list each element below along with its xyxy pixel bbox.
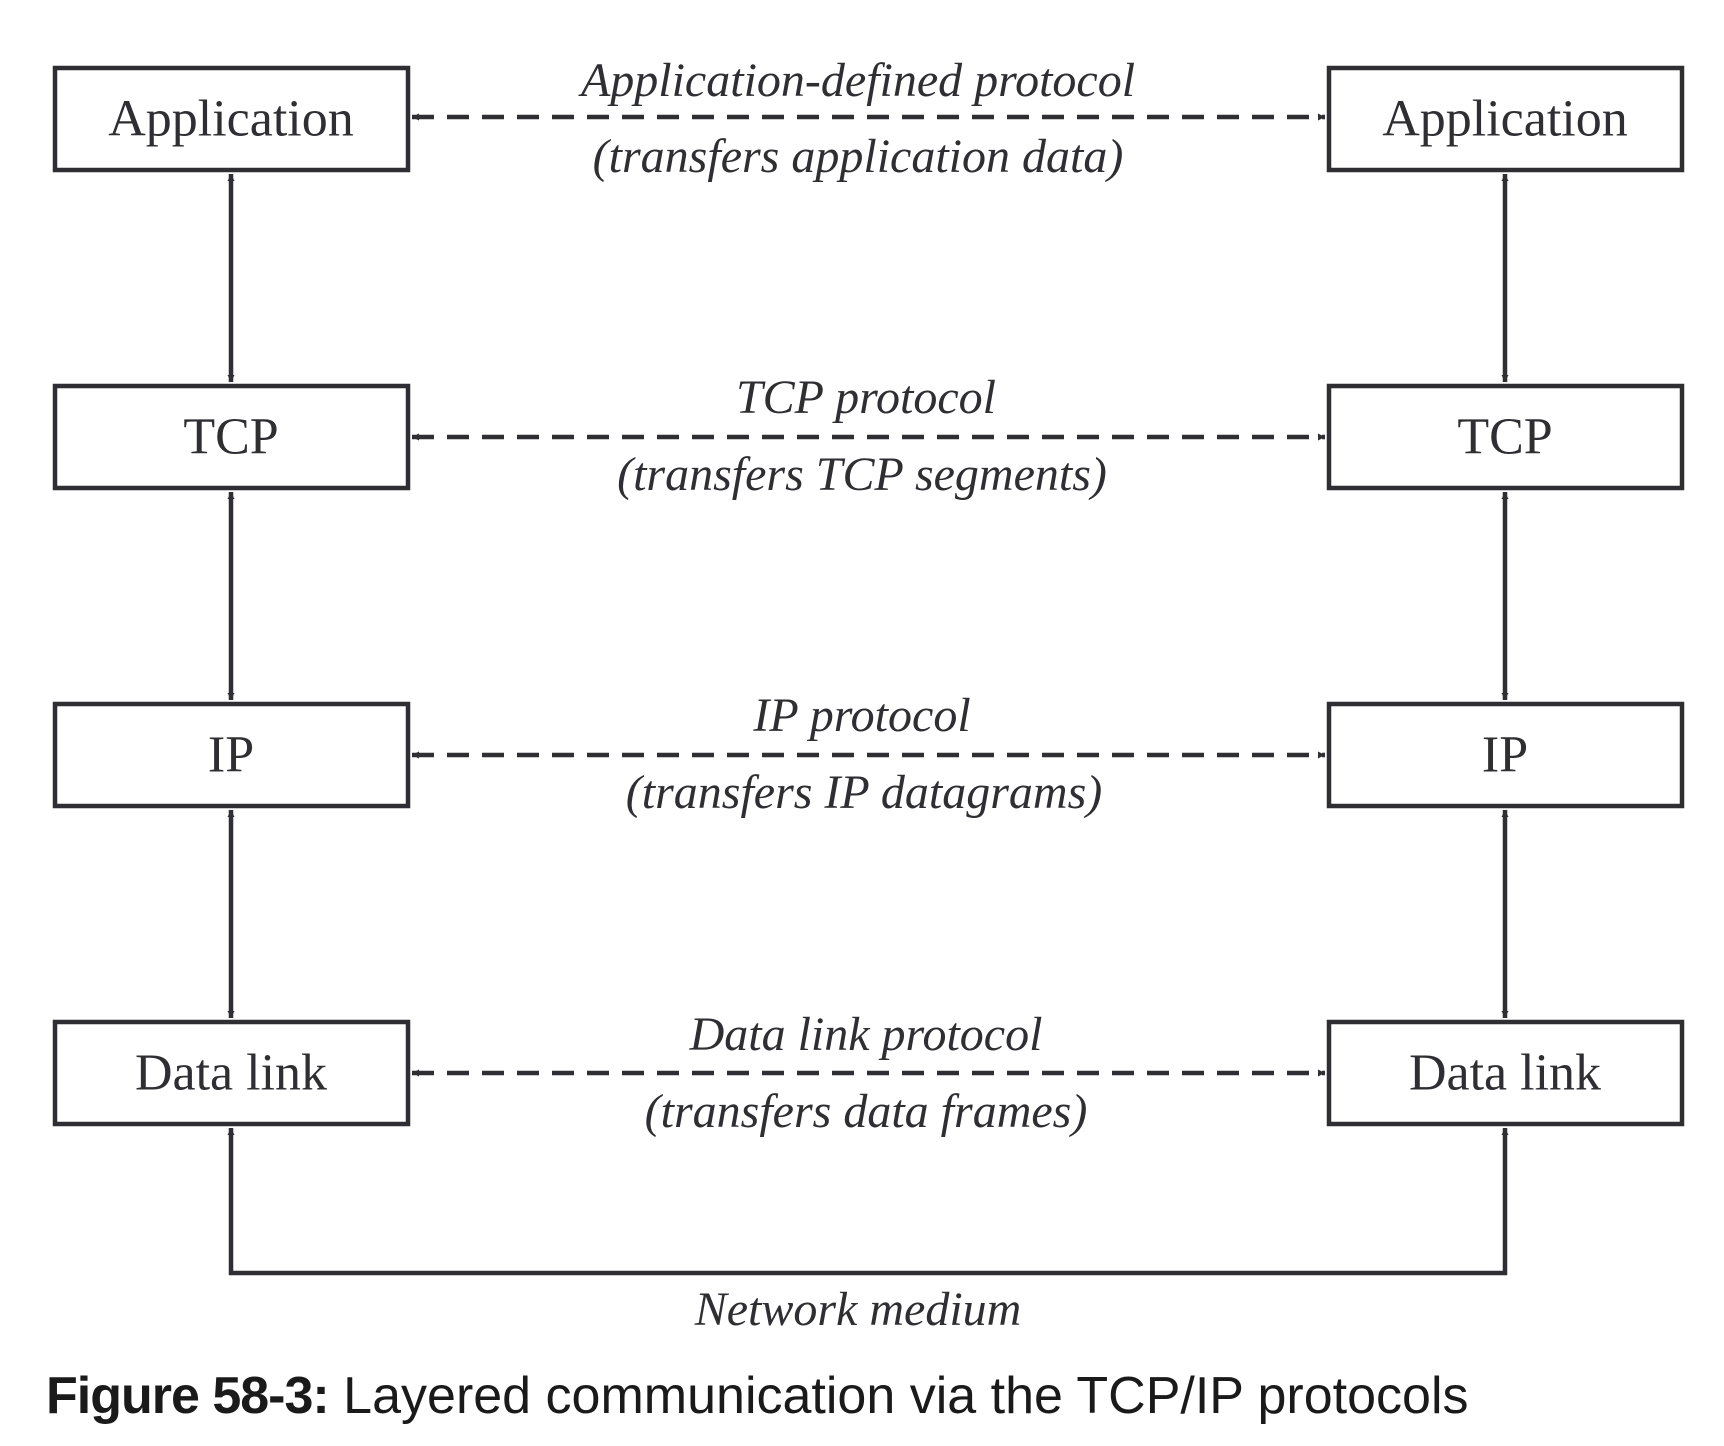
tcp-protocol-name: TCP protocol — [736, 371, 996, 424]
left-stack: Application TCP IP Data link — [52, 65, 411, 1127]
left-ip-box: IP — [52, 701, 411, 809]
ip-protocol-description: (transfers IP datagrams) — [626, 766, 1102, 819]
network-medium-connector — [227, 1128, 1509, 1276]
left-datalink-box: Data link — [52, 1019, 411, 1127]
right-datalink-box: Data link — [1326, 1019, 1685, 1127]
network-medium-label: Network medium — [694, 1283, 1022, 1336]
left-application-label: Application — [108, 91, 354, 148]
figure-caption: Figure 58-3: Layered communication via t… — [46, 1370, 1469, 1422]
left-ip-label: IP — [208, 727, 254, 784]
left-tcp-box: TCP — [52, 383, 411, 491]
application-protocol-label: Application-defined protocol (transfers … — [578, 54, 1135, 183]
ip-protocol-name: IP protocol — [752, 689, 970, 742]
figure-number: Figure 58-3: — [46, 1367, 330, 1425]
datalink-protocol-description: (transfers data frames) — [645, 1085, 1088, 1138]
left-application-box: Application — [52, 65, 411, 173]
right-ip-label: IP — [1482, 727, 1528, 784]
right-application-box: Application — [1326, 65, 1685, 173]
ip-protocol-label: IP protocol (transfers IP datagrams) — [626, 689, 1102, 819]
application-protocol-name: Application-defined protocol — [578, 54, 1135, 107]
application-protocol-description: (transfers application data) — [593, 130, 1124, 183]
tcp-protocol-description: (transfers TCP segments) — [617, 448, 1107, 501]
tcp-protocol-label: TCP protocol (transfers TCP segments) — [617, 371, 1107, 501]
right-application-label: Application — [1382, 91, 1628, 148]
left-tcp-label: TCP — [183, 409, 278, 466]
figure-caption-text: Layered communication via the TCP/IP pro… — [328, 1367, 1469, 1425]
right-tcp-label: TCP — [1457, 409, 1552, 466]
left-datalink-label: Data link — [135, 1045, 327, 1102]
right-datalink-label: Data link — [1409, 1045, 1601, 1102]
right-tcp-box: TCP — [1326, 383, 1685, 491]
right-ip-box: IP — [1326, 701, 1685, 809]
right-stack: Application TCP IP Data link — [1326, 65, 1685, 1127]
datalink-protocol-name: Data link protocol — [689, 1008, 1043, 1061]
